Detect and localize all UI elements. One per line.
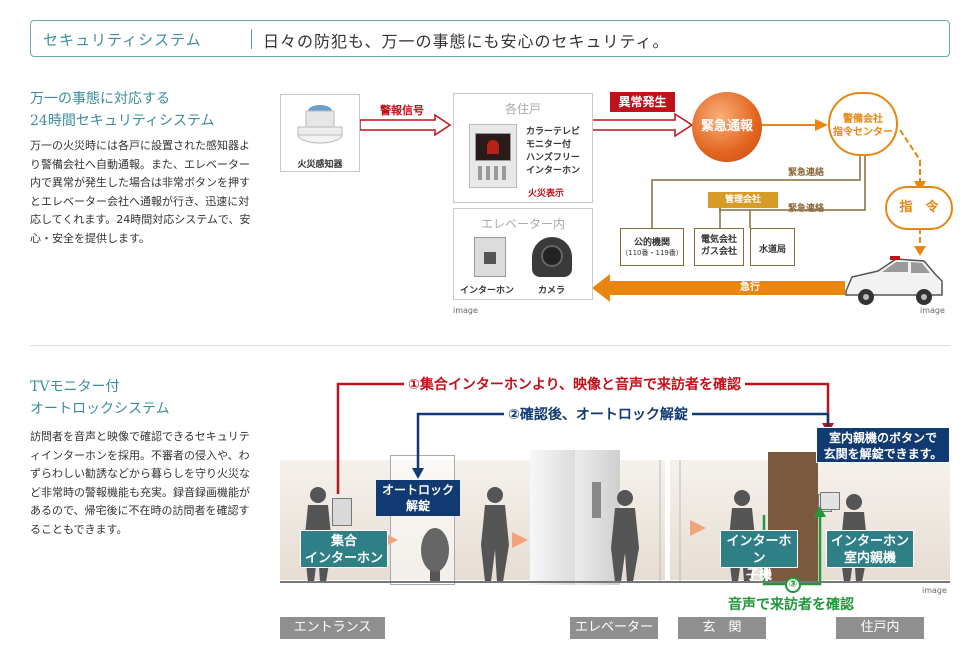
- image-note-left: image: [453, 306, 478, 315]
- elevator-panel: [592, 482, 601, 518]
- autolock-release-label: オートロック 解錠: [376, 480, 460, 516]
- header-tagline: 日々の防犯も、万一の事態にも安心のセキュリティ。: [263, 32, 670, 51]
- flow-arrow-2: [512, 532, 528, 548]
- autolock-diagram: ①集合インターホンより、映像と音声で来訪者を確認 ②確認後、オートロック解錠 オ…: [280, 370, 950, 645]
- emergency-call-orb: 緊急通報: [692, 92, 762, 162]
- intercom-line-2: モニター付: [526, 140, 572, 150]
- fire-detector-label: 火災感知器: [297, 160, 343, 170]
- fire-display-label: 火災表示: [528, 189, 565, 199]
- each-unit-box: 各住戸 カラーテレビ モニター付 ハンズフリー インターホン 火災表示: [453, 93, 593, 203]
- security-center-line1: 警備会社: [843, 114, 883, 125]
- system-label: セキュリティシステム: [43, 31, 202, 49]
- step3-number: ③: [785, 577, 801, 593]
- image-note-autolock: image: [922, 586, 947, 595]
- unlock-note-box: 室内親機のボタンで 玄関を解錠できます。: [816, 427, 950, 463]
- elevator-intercom-label: インターホン: [460, 286, 515, 296]
- emergency-contact-lines: [651, 146, 866, 228]
- unlock-note-line2: 玄関を解錠できます。: [823, 447, 943, 461]
- section-divider: [30, 345, 950, 346]
- command-to-car-arrow: [914, 228, 926, 256]
- command-circle: 指 令: [885, 186, 953, 230]
- step2-arrowhead: [412, 468, 424, 479]
- elevator-title: エレベーター内: [480, 217, 565, 231]
- autolock-title-line2: オートロックシステム: [30, 401, 170, 417]
- area-entrance: エントランス: [280, 617, 385, 639]
- abnormal-label: 異常発生: [610, 92, 675, 112]
- area-elevator: エレベーター: [570, 617, 658, 639]
- emergency-contact-label-2: 緊急連絡: [788, 204, 825, 214]
- public-org-sub: （110番・119番）: [621, 249, 683, 257]
- elevator-intercom-icon: [474, 237, 506, 277]
- autolock-title-line1: TVモニター付: [30, 379, 120, 395]
- each-unit-title: 各住戸: [504, 102, 541, 116]
- header-separator: [251, 29, 252, 49]
- intercom-line-3: ハンズフリー: [526, 153, 580, 163]
- fire-detector-icon: [297, 105, 343, 144]
- intercom-line-1: カラーテレビ: [526, 127, 581, 137]
- alarm-signal-arrow: [359, 113, 452, 137]
- fire-detector-box: 火災感知器: [280, 94, 360, 172]
- step3-label: 音声で来訪者を確認: [728, 597, 854, 613]
- image-note-right: image: [920, 306, 945, 315]
- emergency-to-center-arrow: [760, 119, 828, 131]
- area-home: 住戸内: [836, 617, 924, 639]
- step1-label: ①集合インターホンより、映像と音声で来訪者を確認: [404, 374, 746, 394]
- camera-icon: [532, 237, 572, 277]
- water-label: 水道局: [758, 245, 786, 255]
- power-gas-box: 電気会社 ガス会社: [694, 228, 744, 266]
- header-bar: セキュリティシステム 日々の防犯も、万一の事態にも安心のセキュリティ。: [30, 20, 950, 57]
- intercom-description: カラーテレビ モニター付 ハンズフリー インターホン: [526, 126, 580, 178]
- emergency-contact-label-1: 緊急連絡: [788, 168, 825, 178]
- rush-label: 急行: [740, 282, 760, 293]
- security-center-line2: 指令センター: [833, 127, 893, 138]
- shared-intercom-label: 集合 インターホン: [300, 530, 388, 568]
- alarm-signal-label: 警報信号: [380, 104, 424, 117]
- autolock-body: 訪問者を音声と映像で確認できるセキュリティインターホンを採用。不審者の侵入や、わ…: [30, 430, 250, 536]
- shared-intercom-line1: 集合: [330, 534, 357, 549]
- shared-intercom-line2: インターホン: [304, 551, 383, 566]
- shared-intercom-panel: [332, 498, 352, 526]
- security-body: 万一の火災時には各戸に設置された感知器より警備会社へ自動通報。また、エレベーター…: [30, 139, 251, 245]
- security-diagram: 火災感知器 警報信号 各住戸 カラーテレビ モニター付 ハンズフリー インターホ…: [280, 88, 953, 320]
- public-org-box: 公的機関 （110番・119番）: [620, 228, 684, 266]
- security-center-circle: 警備会社 指令センター: [828, 92, 898, 156]
- flow-arrow-3: [690, 520, 706, 536]
- plant-icon: [421, 528, 449, 582]
- public-org-label: 公的機関: [633, 238, 670, 248]
- master-unit-line2: 室内親機: [843, 551, 896, 566]
- child-unit-line1: インターホン: [726, 534, 792, 566]
- master-unit-label: インターホン 室内親機: [826, 530, 914, 568]
- autolock-title: TVモニター付 オートロックシステム: [30, 376, 170, 420]
- security-title-line2: 24時間セキュリティシステム: [30, 113, 215, 129]
- step3-arrowhead: [814, 506, 826, 517]
- step1-line: [336, 382, 830, 494]
- power-company-label: 電気会社: [700, 235, 737, 245]
- management-label: 管理会社: [708, 192, 778, 208]
- center-to-command-arrow: [899, 129, 926, 192]
- gas-company-label: ガス会社: [700, 247, 737, 257]
- patrol-car-icon: [845, 256, 943, 305]
- intercom-monitor-icon: [469, 124, 517, 188]
- security-title-line1: 万一の事態に対応する: [30, 91, 170, 107]
- rush-arrow: [592, 274, 845, 302]
- master-intercom-panel: [820, 492, 840, 510]
- unlock-note-line1: 室内親機のボタンで: [828, 431, 937, 445]
- child-unit-label: インターホン 子機: [720, 530, 798, 583]
- autolock-release-line1: オートロック: [381, 483, 454, 497]
- child-unit-line2: 子機: [745, 568, 772, 583]
- area-entryway: 玄 関: [678, 617, 766, 639]
- security-title: 万一の事態に対応する 24時間セキュリティシステム: [30, 88, 215, 132]
- camera-label: カメラ: [538, 286, 566, 296]
- autolock-release-line2: 解錠: [405, 499, 430, 513]
- elevator-box: エレベーター内 インターホン カメラ: [453, 208, 593, 300]
- intercom-line-4: インターホン: [526, 166, 581, 176]
- step2-label: ②確認後、オートロック解錠: [504, 404, 692, 424]
- elevator-door-1: [530, 450, 580, 585]
- master-unit-line1: インターホン: [830, 534, 909, 549]
- water-box: 水道局: [750, 228, 795, 266]
